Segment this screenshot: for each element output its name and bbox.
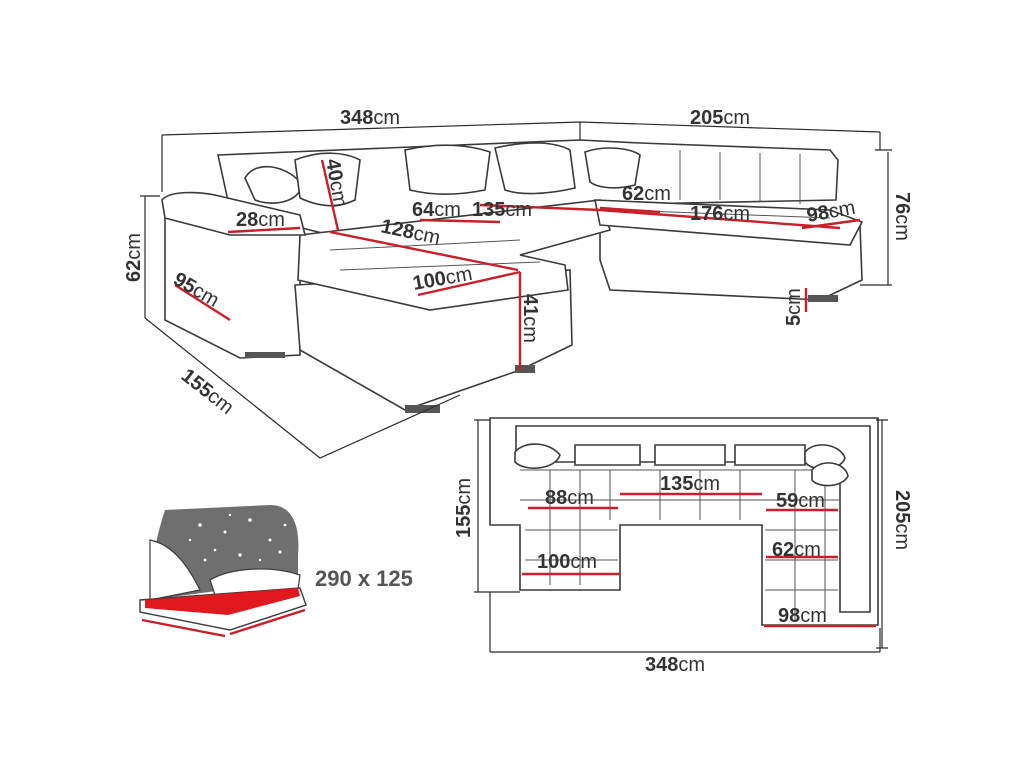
label-98-seat: 98cm	[805, 197, 857, 227]
label-176-seat: 176cm	[690, 203, 750, 225]
label-40-backrest: 40cm	[321, 157, 351, 209]
label-348-bottom: 348cm	[645, 654, 705, 676]
label-76-right: 76cm	[891, 192, 913, 241]
label-348-top: 348cm	[340, 107, 400, 129]
label-88-topview: 88cm	[545, 487, 594, 509]
sofa-top-view-drawing	[474, 417, 888, 653]
label-135-seat: 135cm	[472, 199, 532, 221]
label-28-arm: 28cm	[236, 209, 285, 231]
label-64-seat: 64cm	[412, 199, 461, 221]
label-100-topview: 100cm	[537, 551, 597, 573]
label-205-top: 205cm	[690, 107, 750, 129]
label-5-legs: 5cm	[783, 288, 805, 326]
label-155-depth: 155cm	[177, 365, 238, 419]
label-62-left: 62cm	[123, 233, 145, 282]
label-62-seat: 62cm	[622, 183, 671, 205]
bed-function-icon	[139, 505, 307, 638]
label-155-topview: 155cm	[453, 478, 475, 538]
bed-size-label: 290 x 125	[315, 566, 413, 591]
sofa-perspective-drawing	[140, 121, 892, 459]
label-59-topview: 59cm	[776, 490, 825, 512]
label-41-seat: 41cm	[519, 294, 541, 343]
label-98-topview: 98cm	[778, 605, 827, 627]
label-205-topview: 205cm	[891, 490, 913, 550]
label-135-topview: 135cm	[660, 473, 720, 495]
label-62-topview: 62cm	[772, 539, 821, 561]
